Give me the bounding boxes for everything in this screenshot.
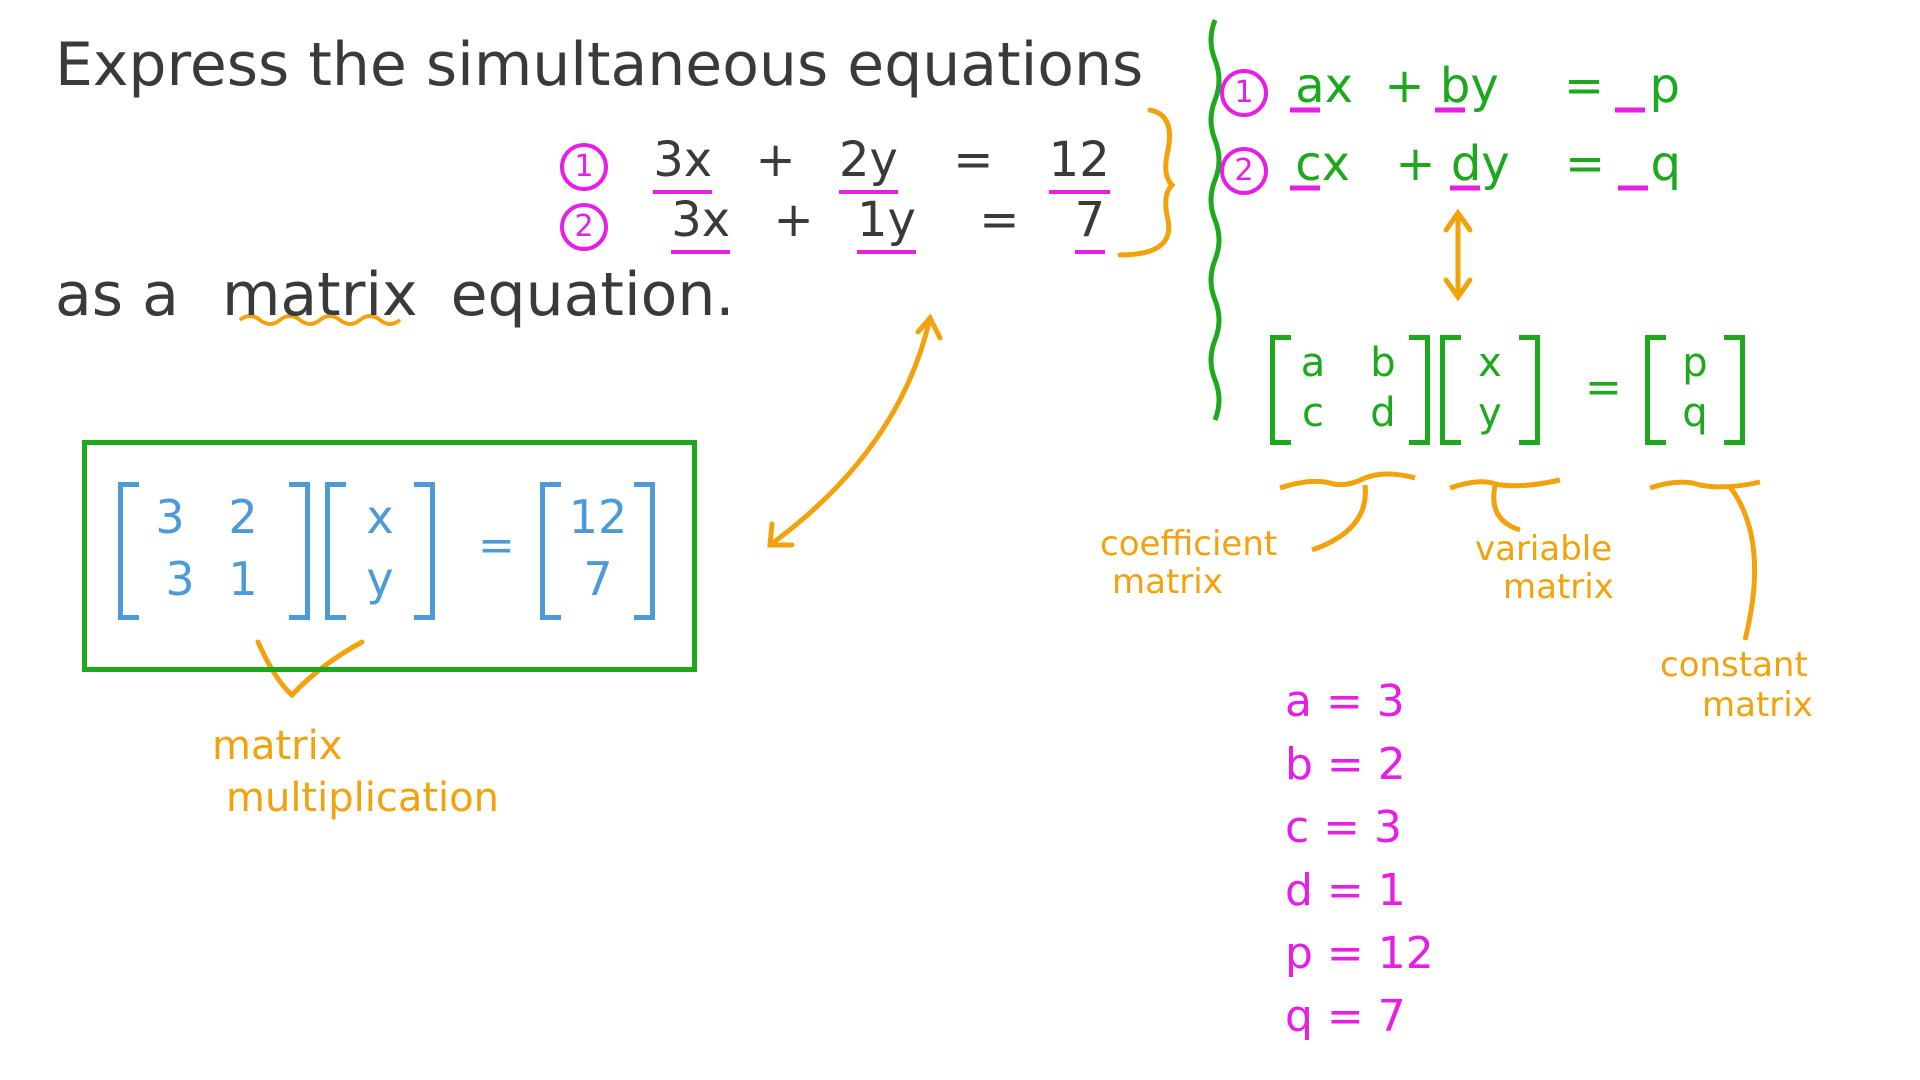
equation-number-1: 1 [1220, 69, 1268, 117]
assignment-b: b = 2 [1285, 739, 1406, 790]
matrix-cell: 2 [228, 490, 258, 544]
question-suffix: equation. [450, 260, 735, 330]
operator: + [1395, 136, 1436, 192]
rhs: q [1650, 136, 1681, 192]
given-equation-2: 2 3x + 1y = 7 [560, 192, 1106, 254]
matrix-cell: x [366, 490, 394, 544]
variable-matrix-label: variable matrix [1475, 530, 1614, 606]
label-line: variable [1475, 529, 1613, 569]
term: cx [1295, 136, 1351, 192]
equation-number-2: 2 [1220, 147, 1268, 195]
matrix-cell: b [1370, 340, 1396, 386]
assignment-q: q = 7 [1285, 991, 1406, 1042]
label-line: constant [1660, 645, 1808, 685]
coefficient-matrix-label: coefficient matrix [1100, 525, 1277, 601]
matrix-cell: 3 [165, 552, 195, 606]
value-assignments: a = 3 b = 2 c = 3 d = 1 p = 12 q = 7 [1285, 670, 1434, 1048]
general-variable-matrix: x y [1440, 335, 1540, 445]
equals: = [953, 132, 994, 188]
matrix-cell: d [1370, 390, 1396, 436]
rhs: p [1649, 58, 1680, 114]
var-brace [1449, 477, 1561, 491]
term: dy [1450, 136, 1510, 192]
term: 2y [838, 132, 898, 194]
wavy-underline [238, 314, 402, 326]
multiplication-tick [255, 639, 365, 699]
answer-constant-matrix: 12 7 [540, 482, 655, 620]
answer-equals: = [478, 520, 515, 571]
given-equation-1: 1 3x + 2y = 12 [560, 132, 1110, 194]
equals: = [1563, 58, 1605, 114]
label-line: matrix [212, 723, 343, 769]
answer-variable-matrix: x y [325, 482, 435, 620]
constant-matrix-label: constant matrix [1660, 645, 1813, 725]
matrix-cell: q [1682, 390, 1708, 436]
label-line: coefficient [1100, 524, 1278, 564]
equation-number-1: 1 [560, 143, 608, 191]
divider-line [1208, 19, 1222, 421]
assignment-c: c = 3 [1285, 802, 1403, 853]
label-line: matrix [1503, 567, 1614, 607]
term: ax [1295, 58, 1354, 114]
rhs: 12 [1048, 132, 1110, 194]
term: 3x [671, 192, 731, 254]
equals: = [979, 192, 1020, 248]
operator: + [773, 192, 814, 248]
question-line-1: Express the simultaneous equations [55, 30, 1144, 100]
question-emph: matrix [221, 260, 418, 330]
matrix-cell: 3 [155, 490, 185, 544]
term: by [1439, 58, 1499, 114]
answer-box [82, 440, 697, 672]
general-equals: = [1585, 362, 1622, 413]
matrix-multiplication-label: matrix multiplication [212, 720, 499, 824]
question-prefix: as a [55, 260, 179, 330]
label-line: multiplication [226, 775, 499, 821]
matrix-cell: p [1682, 340, 1708, 386]
label-line: matrix [1112, 562, 1223, 602]
const-brace [1649, 479, 1761, 491]
double-arrow-answer [767, 315, 933, 548]
rhs: 7 [1074, 192, 1106, 254]
matrix-cell: y [1478, 390, 1502, 436]
matrix-cell: a [1300, 340, 1326, 386]
term: 1y [856, 192, 916, 254]
coeff-brace [1279, 471, 1416, 491]
answer-coefficient-matrix: 3 2 3 1 [118, 482, 310, 620]
matrix-cell: y [366, 552, 394, 606]
equals: = [1564, 136, 1606, 192]
matrix-cell: 7 [583, 552, 613, 606]
question-line-2: as a matrix equation. [55, 260, 734, 330]
equation-number-2: 2 [560, 203, 608, 251]
brace-given [1117, 107, 1176, 258]
general-constant-matrix: p q [1645, 335, 1745, 445]
operator: + [1384, 58, 1425, 114]
assignment-d: d = 1 [1285, 865, 1406, 916]
general-coefficient-matrix: a b c d [1270, 335, 1430, 445]
matrix-cell: x [1478, 340, 1502, 386]
general-equation-1: 1 ax + by = p [1220, 58, 1680, 117]
operator: + [755, 132, 796, 188]
matrix-cell: 1 [228, 552, 258, 606]
assignment-p: p = 12 [1285, 928, 1434, 979]
matrix-cell: c [1302, 390, 1324, 436]
general-equation-2: 2 cx + dy = q [1220, 136, 1681, 195]
matrix-cell: 12 [568, 490, 628, 544]
label-line: matrix [1702, 685, 1813, 725]
term: 3x [653, 132, 713, 194]
assignment-a: a = 3 [1285, 676, 1405, 727]
